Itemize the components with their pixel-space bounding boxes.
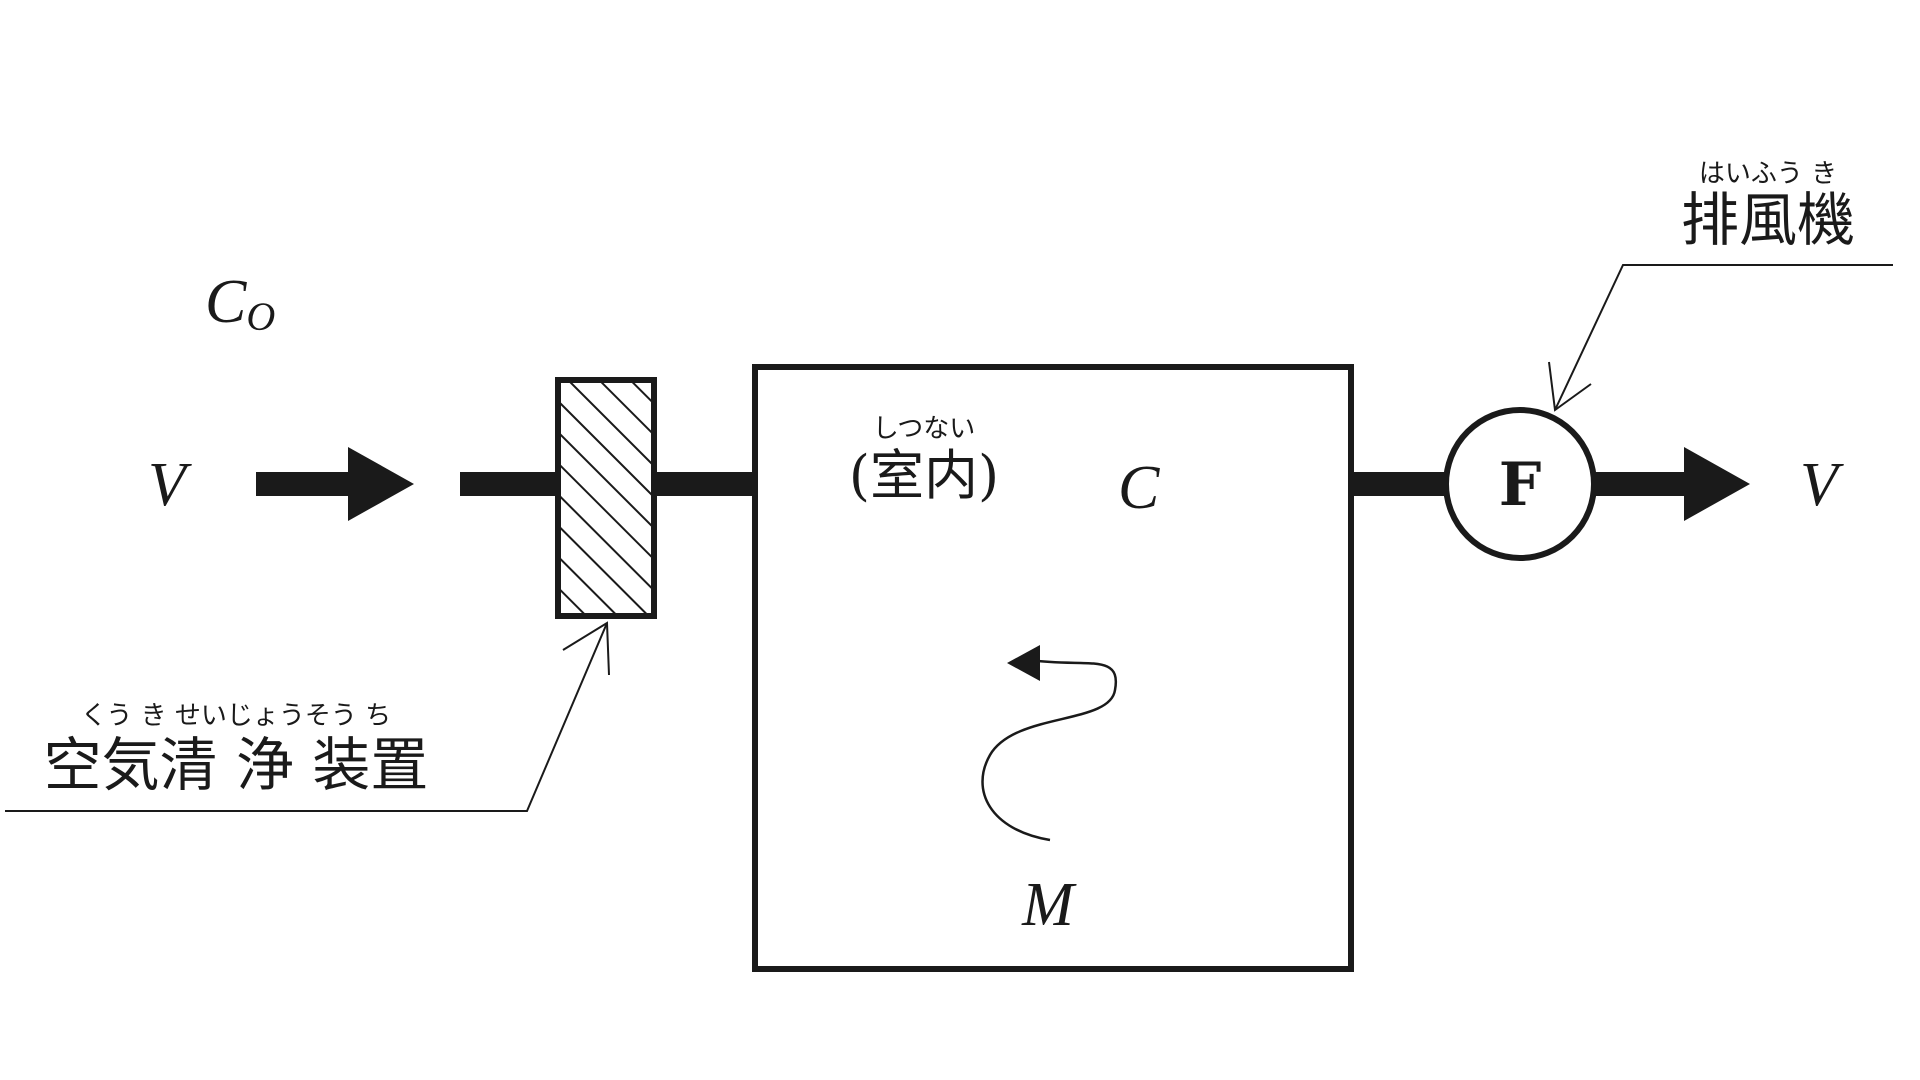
inflow-arrow-icon: [256, 447, 414, 521]
fan-symbol: F: [1499, 450, 1542, 520]
cleaner-leader-line: [5, 621, 610, 812]
fan-leader-line: [1548, 264, 1893, 412]
room-ruby: しつない: [873, 414, 975, 444]
fan-ruby: はいふう き: [1699, 159, 1837, 189]
inflow-volume-label: V: [148, 451, 192, 519]
room-label: (室内): [849, 444, 999, 507]
fan-circle-icon: F: [1443, 407, 1597, 561]
outflow-volume-label: V: [1800, 451, 1844, 519]
emission-source-label: M: [1021, 871, 1077, 939]
cleaner-label: 空気清 浄 装置: [44, 731, 429, 799]
room-concentration-label: C: [1118, 454, 1160, 522]
outside-concentration-label: CO: [205, 268, 275, 339]
room-to-fan-duct: [1351, 472, 1448, 496]
room-box: [752, 364, 1354, 972]
filter-to-room-duct: [654, 472, 755, 496]
hatched-filter-icon: [555, 377, 657, 619]
outflow-arrow-icon: [1594, 447, 1750, 521]
cleaner-ruby: くう き せいじょうそう ち: [81, 701, 391, 731]
emission-path-icon: [981, 645, 1118, 842]
inlet-duct: [460, 472, 560, 496]
fan-label: 排風機: [1681, 186, 1855, 254]
